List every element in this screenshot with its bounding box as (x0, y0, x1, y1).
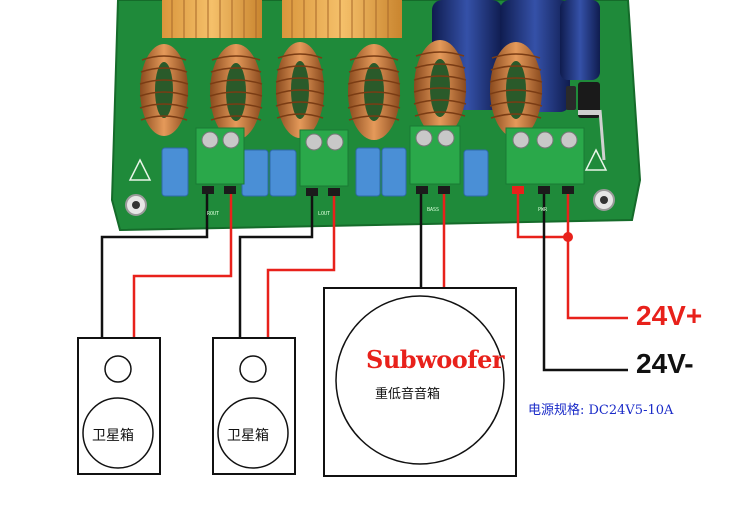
terminal-label-lout: LOUT (318, 211, 331, 217)
terminal-label-bass: BASS (427, 207, 440, 213)
subwoofer-subtitle: 重低音音箱 (375, 387, 441, 402)
wires-satellite-left (100, 194, 233, 338)
terminal-label-rout: ROUT (207, 211, 220, 217)
satellite-right-label: 卫星箱 (227, 428, 269, 444)
subwoofer-speaker (323, 287, 517, 477)
satellite-left-label: 卫星箱 (92, 428, 134, 444)
subwoofer-title: Subwoofer (366, 345, 504, 374)
power-spec-label: 电源规格: DC24V5-10A (528, 403, 674, 418)
inductor-coils (139, 40, 543, 140)
wires-satellite-right (238, 196, 336, 338)
screw-terminals (195, 125, 585, 196)
film-capacitors (161, 147, 489, 197)
heatsink (162, 0, 402, 38)
satellite-speaker-left (77, 337, 161, 475)
terminal-label-pwr: PWR (538, 207, 548, 213)
diode (566, 82, 606, 161)
satellite-speaker-right (212, 337, 296, 475)
positive-voltage-label: 24V+ (636, 300, 703, 331)
wires-power (516, 194, 628, 372)
negative-voltage-label: 24V- (636, 348, 694, 379)
wires-subwoofer (419, 194, 446, 288)
